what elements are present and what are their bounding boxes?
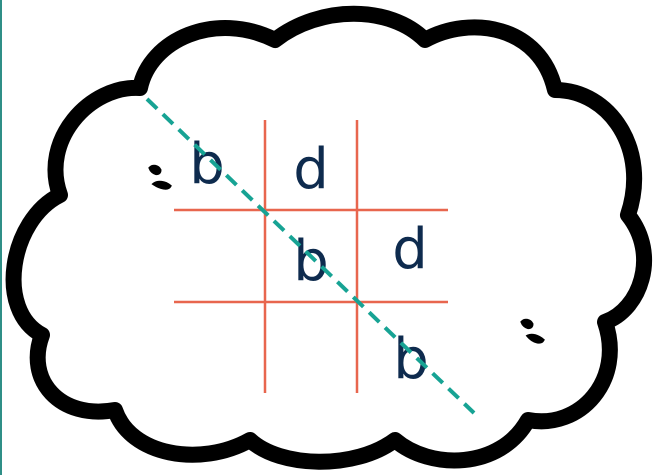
quote-mark-left-icon	[148, 164, 172, 190]
left-border-line	[0, 0, 2, 475]
quote-stroke-bottom	[525, 333, 545, 344]
cell-r2-c2: b	[393, 327, 429, 392]
quote-mark-right-icon	[520, 318, 545, 344]
quote-stroke-top	[148, 164, 162, 176]
quote-stroke-bottom	[151, 180, 172, 190]
thought-cloud-icon	[5, 5, 652, 470]
winning-diagonal-line	[145, 97, 476, 415]
cell-r0-c0: b	[189, 132, 225, 197]
board-cells: b d b d b	[189, 132, 429, 392]
cell-r0-c1: d	[293, 137, 329, 202]
cell-r1-c2: d	[392, 217, 428, 282]
cloud-outline	[5, 5, 652, 470]
quote-stroke-top	[520, 318, 534, 330]
tic-tac-toe-grid	[174, 120, 448, 393]
cell-r1-c1: b	[293, 229, 329, 294]
